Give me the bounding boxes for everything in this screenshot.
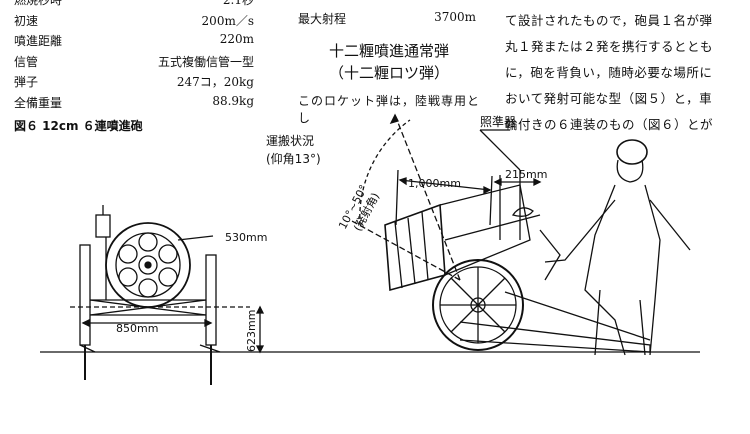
spec-row: 全備重量 88.9kg xyxy=(14,92,254,113)
spec-row: 噴進距離 220m xyxy=(14,30,254,51)
spec-value: 247コ，20kg xyxy=(176,75,254,89)
elevation-arc xyxy=(359,119,411,226)
spec-row: 初速 200m／s xyxy=(14,10,254,31)
spec-row: 燃焼秒時 2.1秒 xyxy=(14,0,254,10)
spec-label: 最大射程 xyxy=(298,12,347,26)
sight-label: 照準器 xyxy=(480,114,516,129)
text-line: 丸１発または２発を携行するととも xyxy=(505,39,714,54)
spec-value: 2.1秒 xyxy=(222,0,254,7)
soldier-figure xyxy=(544,139,691,356)
spec-value: 88.9kg xyxy=(212,93,254,108)
text-line: て設計されたもので，砲員１名が弾 xyxy=(505,13,713,28)
spec-label: 初速 xyxy=(14,13,39,28)
spec-table-left: 燃焼秒時 2.1秒 初速 200m／s 噴進距離 220m 信管 五式複働信管一… xyxy=(14,0,254,123)
spec-label: 全備重量 xyxy=(14,95,63,110)
section-heading: 十二糎噴進通常弾 （十二糎ロツ弾） xyxy=(298,40,480,84)
side-view xyxy=(384,170,651,353)
spec-row: 信管 五式複働信管一型 xyxy=(14,51,254,72)
right-column-text: て設計されたもので，砲員１名が弾 丸１発または２発を携行するととも に，砲を背負… xyxy=(505,8,745,138)
wheel xyxy=(432,259,524,351)
body-text: このロケット弾は，陸戦専用とし xyxy=(298,94,481,125)
dim-215-label: 215mm xyxy=(505,168,547,181)
spec-label: 噴進距離 xyxy=(14,34,63,48)
text-line: おいて発射可能な型（図５）と，車 xyxy=(505,91,713,106)
spec-label: 燃焼秒時 xyxy=(14,0,63,7)
transport-label: 運搬状況 xyxy=(266,133,314,148)
spec-value: 200m／s xyxy=(201,13,254,28)
text-line: に，砲を背負い，随時必要な場所に xyxy=(505,65,713,80)
dim-623-label: 623mm xyxy=(245,310,258,352)
spec-label: 弾子 xyxy=(14,75,39,89)
spec-row-range: 最大射程 3700m xyxy=(298,0,480,26)
middle-column: 最大射程 3700m 十二糎噴進通常弾 （十二糎ロツ弾） このロケット弾は，陸戦… xyxy=(298,0,480,126)
dim-1000-label: 1,000mm xyxy=(408,177,461,190)
spec-row: 弾子 247コ，20kg xyxy=(14,71,254,92)
heading-line-2: （十二糎ロツ弾） xyxy=(328,64,449,82)
front-view xyxy=(79,205,221,385)
figure-caption: 図６ 12cm ６連噴進砲 xyxy=(14,119,143,133)
spec-value: 五式複働信管一型 xyxy=(157,54,254,69)
elevation-label: (仰角13°) xyxy=(266,151,321,166)
spec-label: 信管 xyxy=(14,54,39,69)
dim-850-label: 850mm xyxy=(116,322,158,335)
spec-value: 3700m xyxy=(434,10,476,24)
spec-value: 220m xyxy=(219,32,254,46)
dim-530-label: 530mm xyxy=(225,231,267,244)
trail-leg xyxy=(459,321,651,353)
heading-line-1: 十二糎噴進通常弾 xyxy=(328,42,449,60)
text-line: 輪付きの６連装のもの（図６）とが xyxy=(505,117,714,132)
